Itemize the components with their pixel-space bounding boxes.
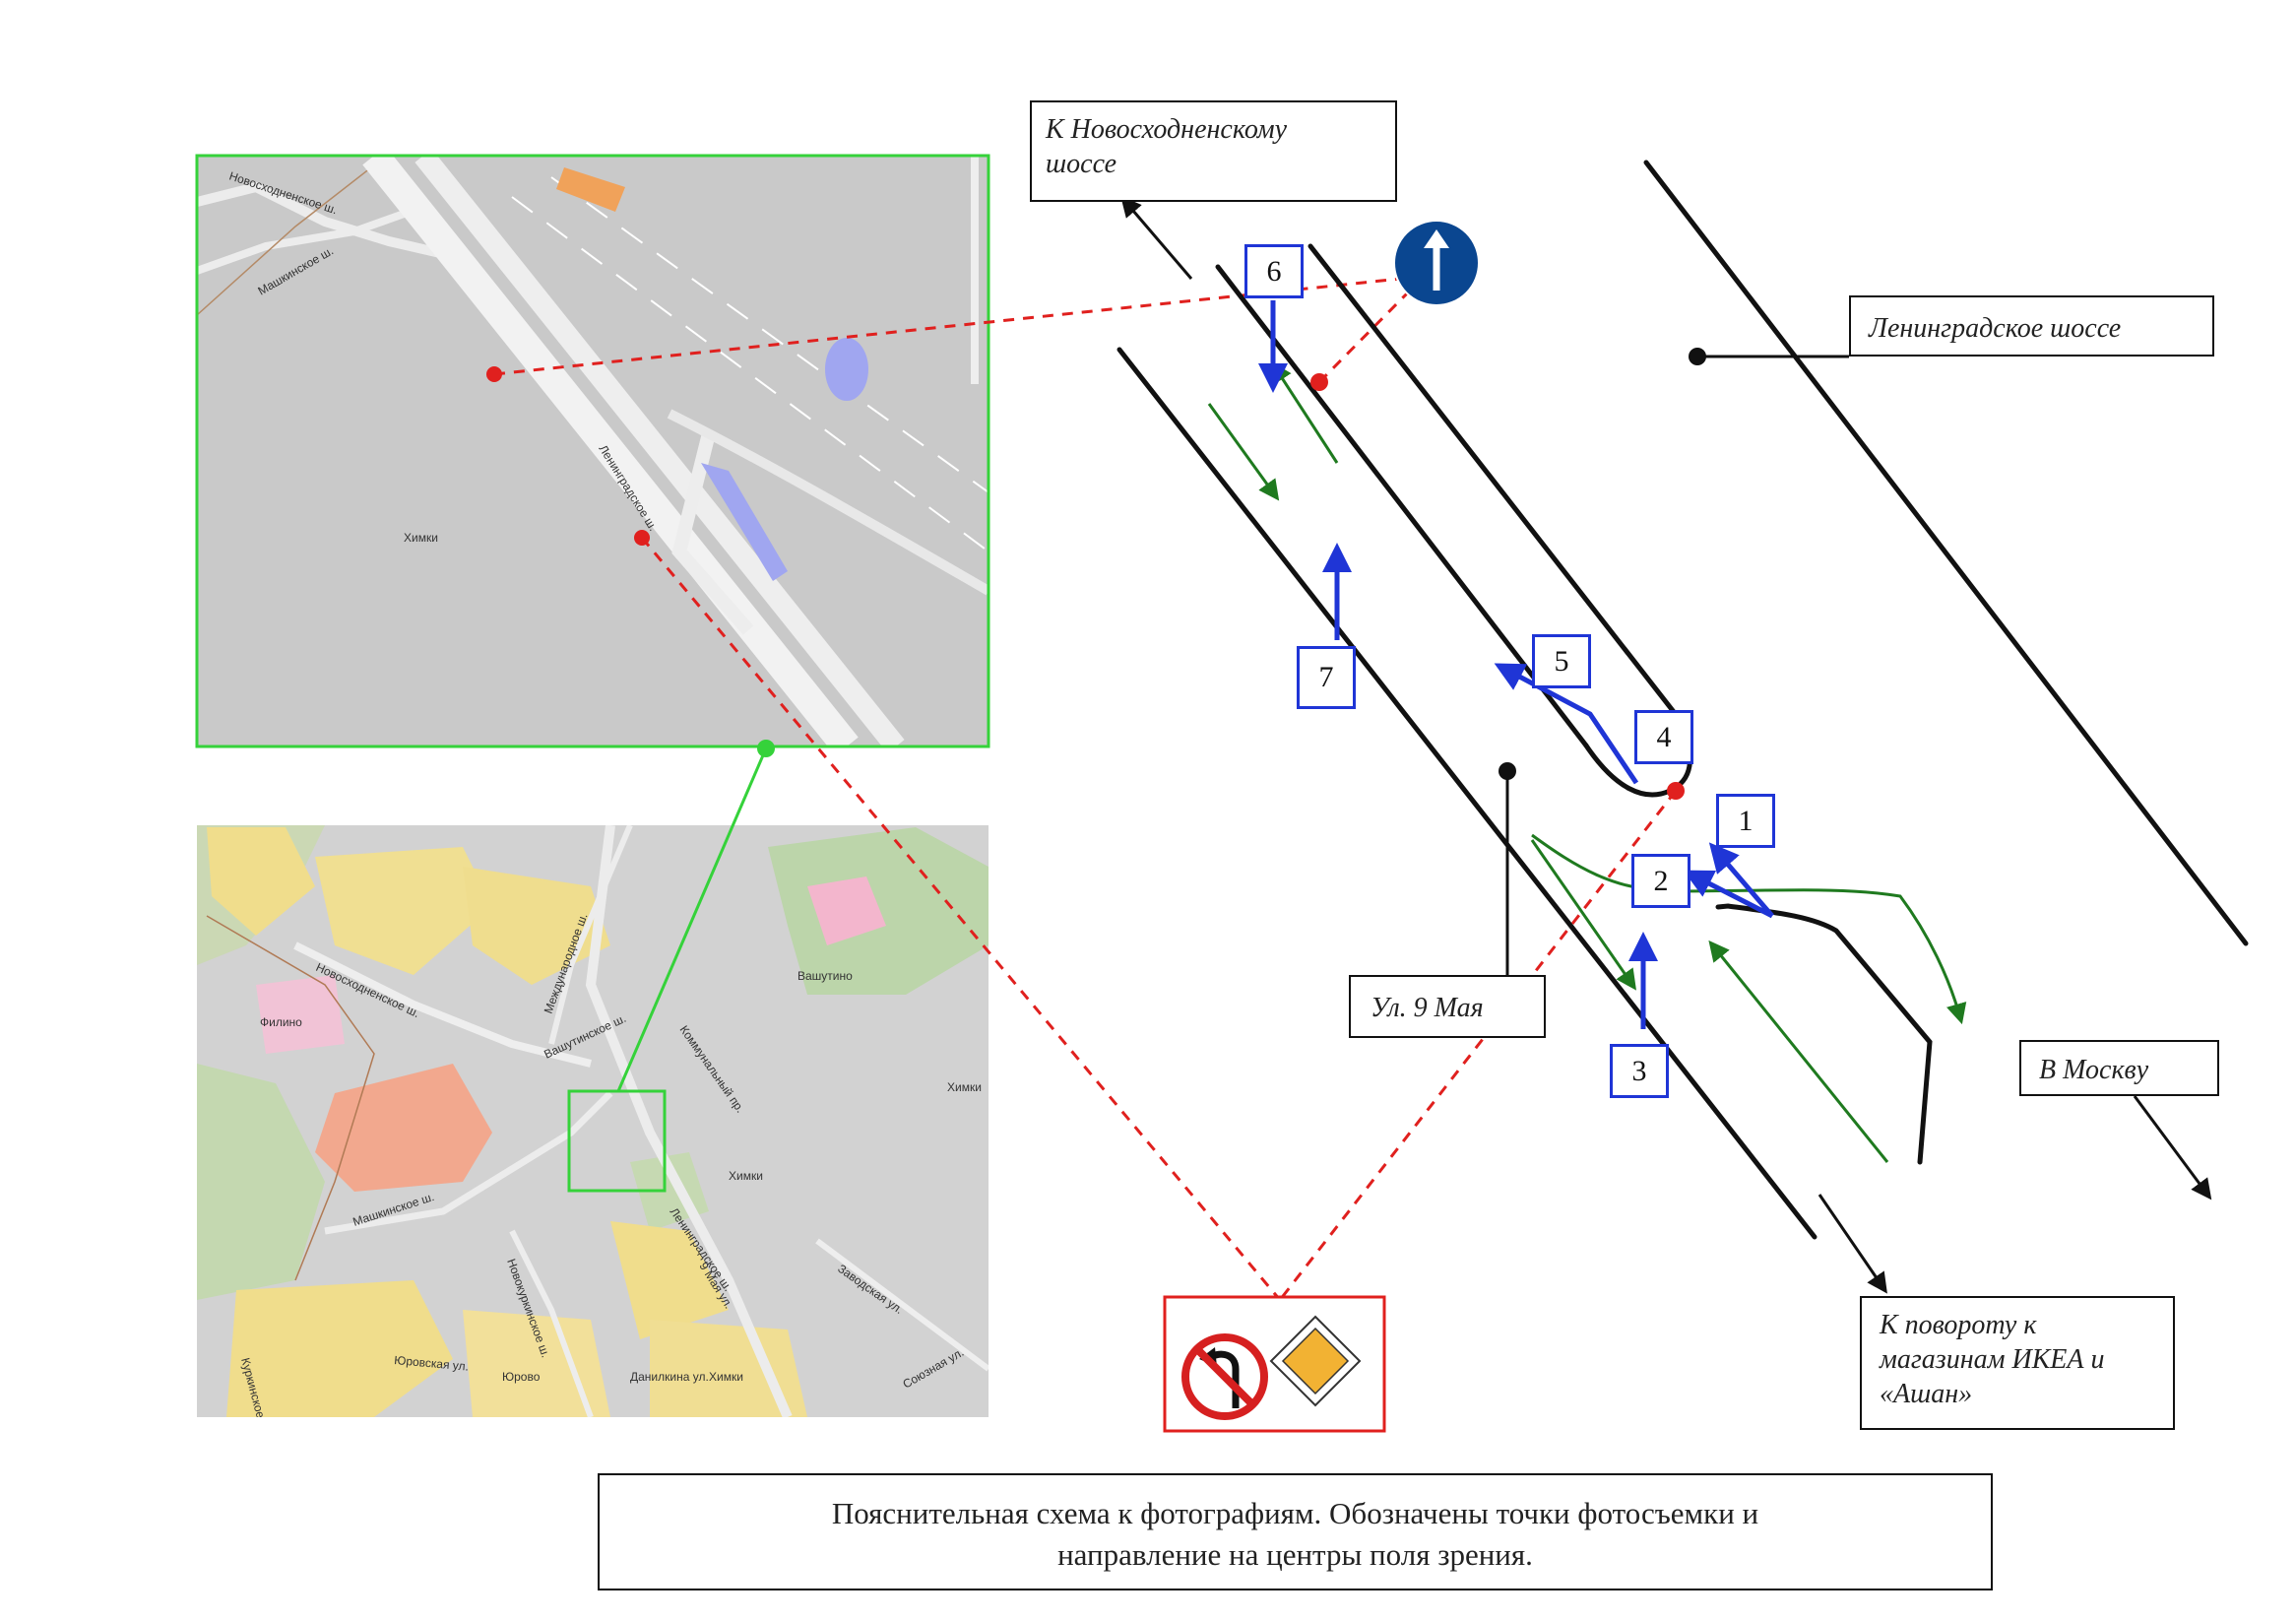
boundary-line xyxy=(197,157,385,316)
novoskhodnenskoe-road xyxy=(197,181,455,261)
pink-area xyxy=(807,876,886,945)
urban-area xyxy=(315,847,492,975)
label-to-ikea: К повороту к магазинам ИКЕА и «Ашан» xyxy=(1860,1296,2175,1430)
map-label: Химки xyxy=(729,1169,763,1183)
pond xyxy=(701,463,788,581)
label-to-moscow: В Москву xyxy=(2019,1040,2219,1096)
dashed-road-marking xyxy=(511,196,989,552)
label-point xyxy=(1689,348,1706,365)
sign-leader-lines xyxy=(493,276,1678,1301)
novoskhodnenskoe-road xyxy=(293,941,592,1068)
connector-road xyxy=(667,409,989,596)
label-point xyxy=(1499,762,1516,780)
inset-link-line xyxy=(616,747,768,1092)
mezhdunarodnoe-road xyxy=(548,825,633,1045)
no-left-turn-sign xyxy=(1181,1333,1268,1420)
building xyxy=(556,167,625,212)
pond xyxy=(825,338,868,401)
road-edge-line xyxy=(1116,347,1818,1240)
pink-area xyxy=(256,975,345,1054)
label-to-novoskhodnenskoe: К Новосходненскому шоссе xyxy=(1030,100,1397,202)
direction-arrow xyxy=(2133,1095,2212,1200)
urban-area xyxy=(226,1280,453,1417)
road-edge-line xyxy=(1643,160,2249,946)
direction-straight-only-sign xyxy=(1393,220,1480,306)
camera-point-2: 2 xyxy=(1631,854,1690,908)
label-ul-9-maya: Ул. 9 Мая xyxy=(1349,975,1546,1038)
airfield-area xyxy=(315,1064,492,1192)
sign-location-point xyxy=(1310,373,1328,391)
detail-map-frame xyxy=(195,154,990,748)
urban-area xyxy=(207,827,315,936)
exit-ramp-line xyxy=(1715,903,1933,1165)
boundary-line xyxy=(206,915,375,1281)
overview-map: Вашутино Филино Новосходненское ш. Между… xyxy=(197,825,989,1417)
leningradskoe-road xyxy=(585,825,793,1417)
camera-view-arrows xyxy=(1258,300,1774,1029)
map-label: Вашутино xyxy=(797,969,853,983)
map-label: Химки xyxy=(404,531,438,545)
camera-point-4: 4 xyxy=(1634,710,1693,764)
zavodskaya-road xyxy=(815,1238,989,1372)
map-label: Юрово xyxy=(502,1370,541,1384)
camera-point-5: 5 xyxy=(1532,634,1591,688)
urban-area xyxy=(610,1221,729,1339)
inset-link-dot xyxy=(757,740,775,757)
map-label: Филино xyxy=(260,1015,302,1029)
label-leningradskoe: Ленинградское шоссе xyxy=(1849,295,2214,357)
urban-area xyxy=(463,1310,610,1417)
map-label: Химки xyxy=(709,1370,743,1384)
parallel-road xyxy=(415,156,905,746)
urban-area xyxy=(650,1320,807,1417)
mashkinskoe-road xyxy=(197,203,425,275)
road-scheme xyxy=(1116,160,2249,1240)
camera-point-3: 3 xyxy=(1610,1044,1669,1098)
detail-map: Новосходненское ш. Машкинское ш. Ленингр… xyxy=(195,154,990,748)
road-edge-line xyxy=(1307,243,1688,729)
camera-point-1: 1 xyxy=(1716,794,1775,848)
mashkinskoe-road xyxy=(324,1090,613,1235)
ramp-road xyxy=(671,431,754,635)
direction-arrow xyxy=(1120,196,1193,280)
sign-panel xyxy=(1163,1295,1386,1433)
novokurkinskoe-road xyxy=(509,1229,594,1417)
leningradskoe-road xyxy=(362,156,859,746)
priority-road-sign xyxy=(1269,1315,1362,1407)
scheme-caption: Пояснительная схема к фотографиям. Обозн… xyxy=(598,1473,1993,1590)
sign-location-point xyxy=(1667,782,1685,800)
direction-arrow xyxy=(1818,1194,1887,1294)
green-area xyxy=(197,1064,325,1300)
traffic-flow-arrows xyxy=(1207,361,1967,1163)
map-label: Юровская ул. xyxy=(394,1353,470,1374)
overview-inset-marker xyxy=(567,1089,667,1193)
camera-point-7: 7 xyxy=(1297,646,1356,709)
map-label: Данилкина ул. xyxy=(630,1370,709,1384)
dashed-road-marking xyxy=(550,176,989,493)
camera-point-6: 6 xyxy=(1244,244,1304,298)
map-label: Химки xyxy=(947,1080,982,1094)
